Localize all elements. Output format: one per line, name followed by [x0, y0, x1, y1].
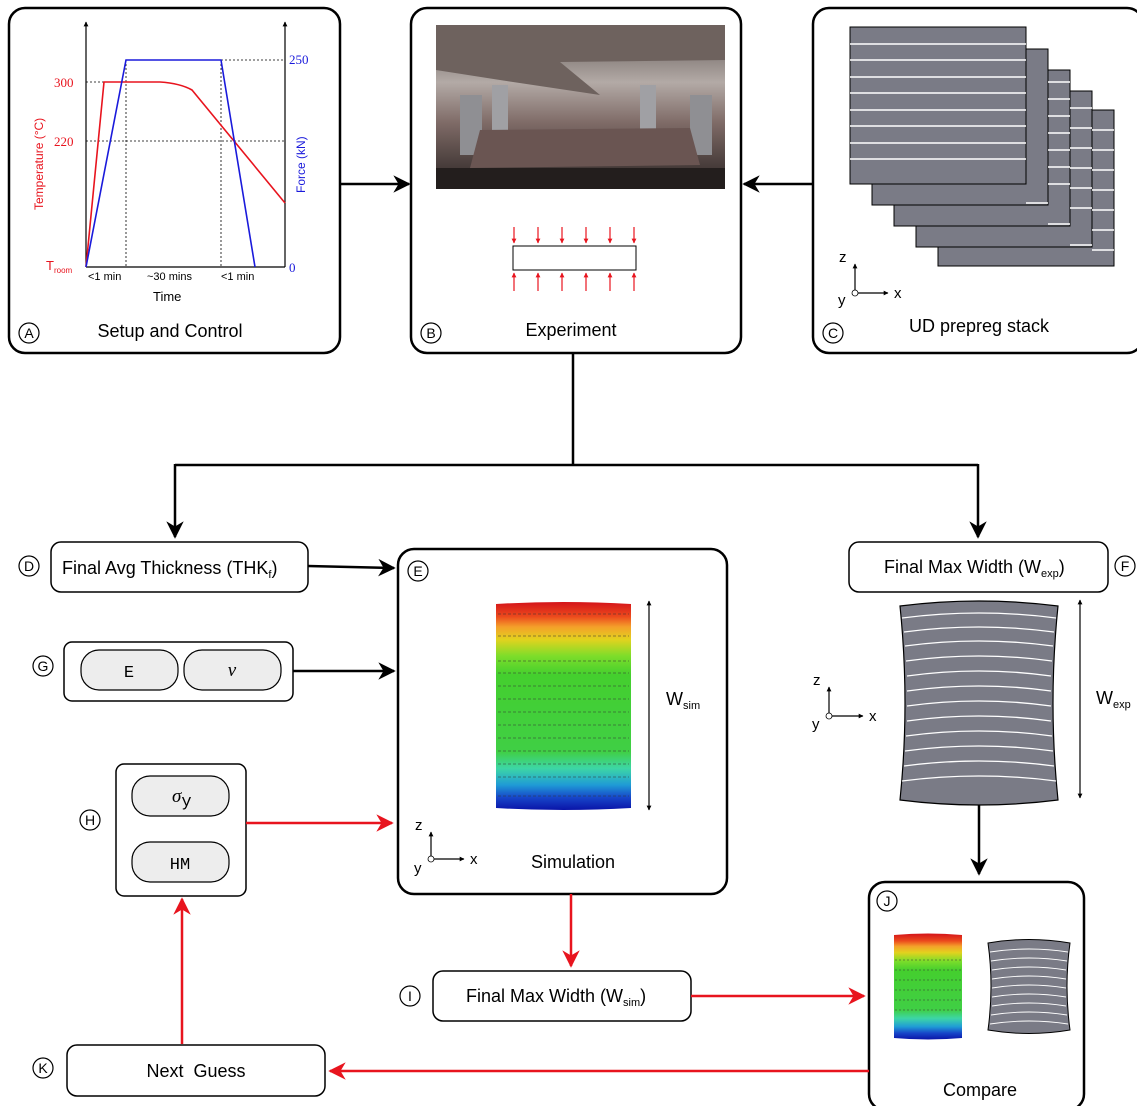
- svg-text:y: y: [414, 860, 422, 877]
- final-max-width-exp-box: Final Max Width (Wexp) F: [848, 541, 1136, 593]
- compression-schematic: [511, 227, 637, 291]
- param-nu-pill: [183, 649, 282, 691]
- param-hm-label: HM: [170, 856, 190, 875]
- y-axis-right-label: Force (kN): [294, 136, 308, 193]
- final-avg-thickness-box: D Final Avg Thickness (THKf): [18, 541, 309, 593]
- experimental-sample: [899, 600, 1059, 806]
- split-connector: [166, 353, 987, 539]
- plastic-params-box: H σy HM: [79, 763, 247, 897]
- param-e-pill: [80, 649, 179, 691]
- y-axis-left-label: Temperature (°C): [32, 118, 46, 210]
- svg-text:A: A: [24, 325, 34, 341]
- svg-text:D: D: [24, 558, 34, 574]
- panel-b-title: Experiment: [525, 320, 616, 340]
- svg-text:C: C: [828, 325, 838, 341]
- panel-compare: J: [867, 880, 1086, 1106]
- svg-text:Wexp: Wexp: [1096, 688, 1131, 711]
- final-avg-thickness-label: Final Avg Thickness (THKf): [62, 558, 277, 581]
- panel-j-title: Compare: [943, 1080, 1017, 1100]
- param-sigma-label: σy: [172, 786, 192, 812]
- time-tick-1: <1 min: [88, 271, 121, 283]
- force-tick-250: 250: [289, 52, 309, 67]
- svg-text:y: y: [838, 292, 846, 309]
- temp-tick-room: Troom: [46, 258, 73, 275]
- param-sigma-pill: [131, 775, 230, 817]
- temperature-series-line: [85, 81, 286, 268]
- letter-badge-a: [18, 322, 40, 344]
- final-max-width-sim-label: Final Max Width (Wsim): [466, 986, 646, 1009]
- prepreg-stack-illustration: [849, 26, 1115, 267]
- panel-prepreg-stack: z y x C UD prepreg stack: [811, 6, 1137, 355]
- temp-tick-300: 300: [54, 75, 74, 90]
- panel-setup-control: 300 220 Troom 250 0 <1 min ~30 mins <1 m…: [7, 6, 342, 355]
- time-tick-3: <1 min: [221, 271, 254, 283]
- panel-a-title: Setup and Control: [97, 321, 242, 341]
- compare-exp-thumbnail: [987, 939, 1071, 1034]
- force-tick-0: 0: [289, 260, 296, 275]
- next-guess-box: K Next Guess: [32, 1044, 326, 1097]
- experiment-photo: [436, 25, 725, 189]
- svg-text:B: B: [426, 325, 435, 341]
- panel-experiment: B Experiment: [409, 6, 743, 355]
- svg-text:K: K: [38, 1060, 48, 1076]
- exp-width-dimension: Wexp: [1077, 599, 1131, 799]
- axis-triad-f: z y x: [812, 672, 877, 733]
- x-axis-label: Time: [153, 289, 181, 304]
- svg-text:F: F: [1121, 558, 1130, 574]
- svg-text:x: x: [869, 708, 877, 725]
- svg-text:J: J: [884, 893, 891, 909]
- svg-text:E: E: [413, 563, 422, 579]
- svg-text:z: z: [813, 672, 821, 689]
- time-tick-2: ~30 mins: [147, 271, 192, 283]
- panel-e-title: Simulation: [531, 852, 615, 872]
- arrow-d-to-e: [307, 558, 396, 577]
- final-max-width-sim-box: I Final Max Width (Wsim): [399, 970, 692, 1022]
- elastic-params-box: G E ν: [32, 641, 294, 702]
- param-nu-label: ν: [228, 660, 237, 681]
- letter-badge-b: [420, 322, 442, 344]
- sim-width-dimension: Wsim: [646, 600, 700, 811]
- svg-text:z: z: [839, 249, 847, 266]
- svg-text:I: I: [408, 988, 412, 1004]
- temp-tick-220: 220: [54, 134, 74, 149]
- param-hm-pill: [131, 841, 230, 883]
- svg-text:G: G: [38, 658, 49, 674]
- final-max-width-exp-label: Final Max Width (Wexp): [884, 557, 1065, 580]
- panel-c-title: UD prepreg stack: [909, 316, 1050, 336]
- next-guess-label: Next Guess: [146, 1061, 245, 1081]
- svg-text:x: x: [470, 851, 478, 868]
- param-e-label: E: [124, 664, 134, 683]
- svg-text:y: y: [812, 716, 820, 733]
- svg-text:x: x: [894, 285, 902, 302]
- letter-badge-c: [822, 322, 844, 344]
- compare-sim-thumbnail: [894, 933, 962, 1040]
- axis-triad-c: z y x: [838, 249, 902, 309]
- svg-text:z: z: [415, 817, 423, 834]
- force-series-line: [85, 59, 256, 268]
- simulation-contour-plot: [496, 602, 631, 810]
- svg-text:Wsim: Wsim: [666, 689, 700, 712]
- axis-triad-e: z y x: [414, 817, 478, 877]
- panel-simulation: E Wsim: [396, 547, 729, 896]
- svg-text:H: H: [85, 812, 95, 828]
